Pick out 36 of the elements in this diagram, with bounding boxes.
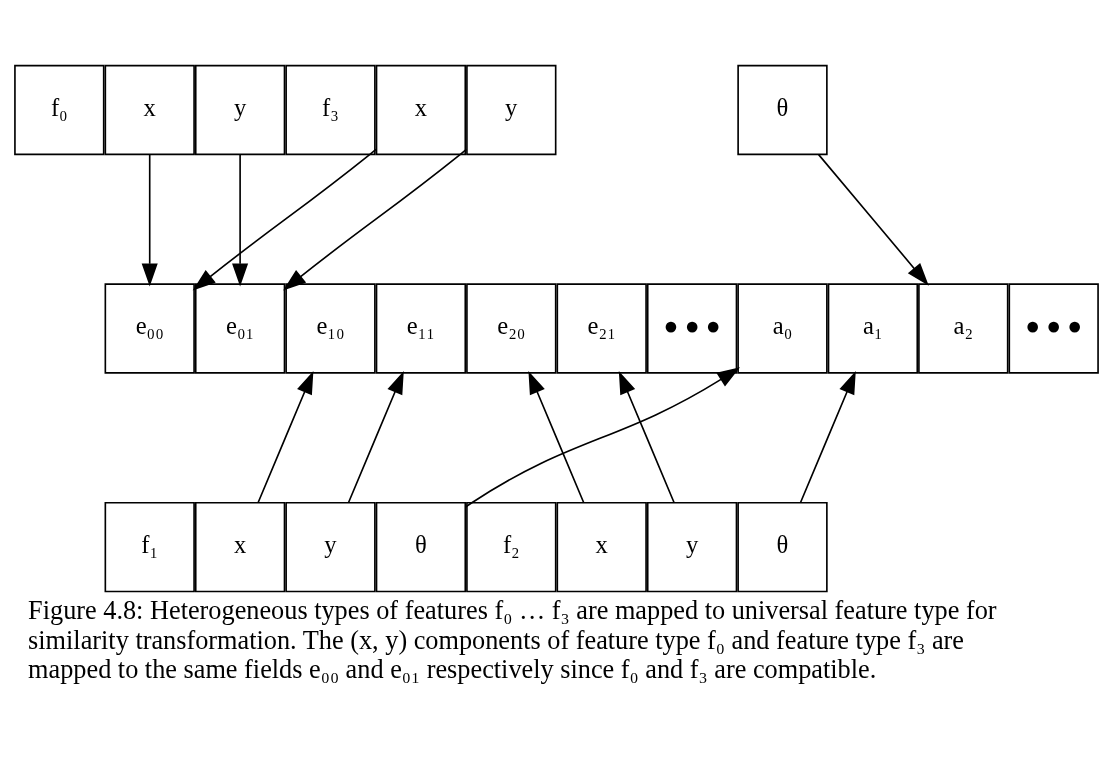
node-box: a₁ [827,282,919,374]
node-box: θ [375,501,467,592]
node-box: e₀₁ [194,282,286,374]
node-box: ● ● ● [1008,282,1099,374]
node-box: θ [737,501,828,592]
node-box: x [556,501,647,592]
node-box: e₂₀ [466,282,557,374]
arrow [799,370,856,503]
node-box: a₂ [918,282,1009,374]
node-box: a₀ [737,282,828,374]
node-box: x [194,501,286,592]
node-box: e₂₁ [556,282,647,374]
node-box: x [104,64,195,155]
node-box: y [285,501,376,592]
node-box: y [194,64,286,155]
node-box: x [375,64,467,155]
node-box: e₁₁ [375,282,467,374]
caption: Figure 4.8: Heterogeneous types of features f₀ … f₃ are mapped to universal feature type for similarity transformation. The (x, y) components of feature type f₀ and feature type f₃ are mapped to the same fields e₀₀ and e₀₁ respectively since f₀ and f₃ are compatible. [28,595,997,684]
node-box: y [646,501,738,592]
arrow [347,370,404,503]
node-box: ● ● ● [646,282,738,374]
arrow [528,370,585,503]
node-box: e₀₀ [104,282,195,374]
node-box: f₂ [466,501,557,592]
arrow [817,153,929,286]
arrow [618,370,675,503]
arrow [464,366,741,508]
node-box: f₃ [285,64,376,155]
node-box: f₀ [14,64,105,155]
node-box: f₁ [104,501,195,592]
arrow [141,153,158,286]
arrow [232,153,249,286]
arrow [257,370,314,503]
node-box: θ [737,64,828,155]
node-box: y [466,64,557,155]
node-box: e₁₀ [285,282,376,374]
